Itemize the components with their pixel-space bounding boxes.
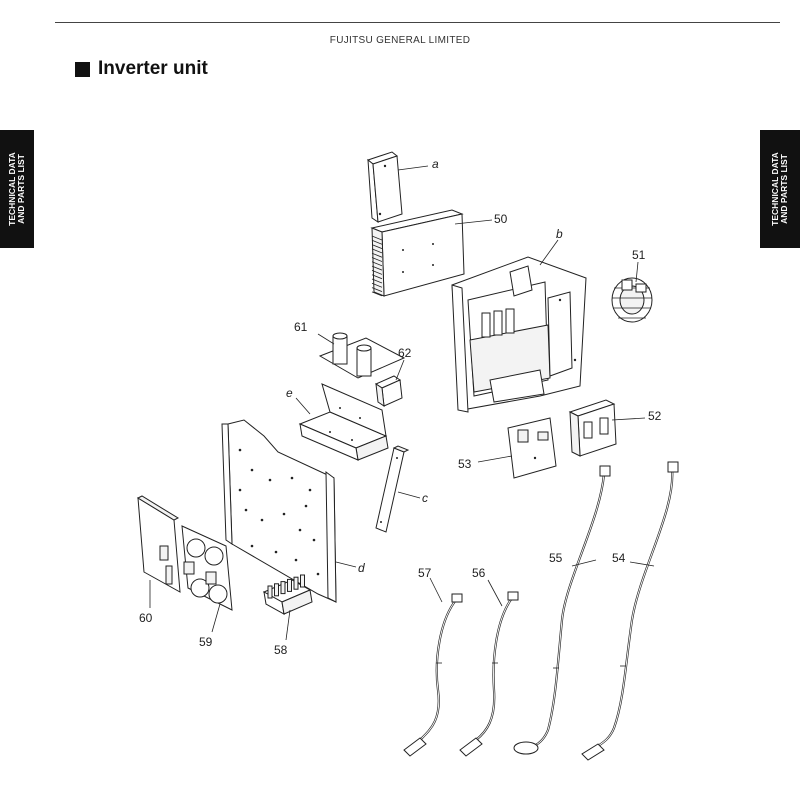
label-54: 54 [612, 551, 626, 565]
part-51-reactor [611, 261, 653, 323]
bullet-square-icon [75, 61, 90, 77]
part-57-sensor [403, 577, 463, 757]
part-e-mounting-plate [295, 383, 389, 461]
part-56-sensor [459, 579, 519, 757]
part-53-small-pcb [477, 417, 557, 479]
top-rule [55, 22, 780, 23]
label-e: e [286, 386, 293, 400]
label-c: c [422, 491, 428, 505]
part-55-sensor [513, 465, 611, 755]
part-54-sensor [581, 461, 679, 761]
company-name: FUJITSU GENERAL LIMITED [329, 35, 471, 46]
part-a-bracket [366, 151, 429, 223]
part-61-capacitors [317, 332, 406, 379]
section-title-text: Inverter unit [98, 58, 208, 79]
label-59: 59 [199, 635, 213, 649]
label-62: 62 [398, 346, 412, 360]
label-56: 56 [472, 566, 486, 580]
label-50: 50 [494, 212, 508, 226]
label-51: 51 [632, 248, 646, 262]
part-59-capacitor-board [181, 525, 233, 633]
part-50-heat-sink [370, 209, 493, 297]
part-52-terminal-cover [568, 399, 646, 457]
label-61: 61 [294, 320, 308, 334]
part-60-pcb [136, 495, 181, 608]
label-52: 52 [648, 409, 662, 423]
label-57: 57 [418, 566, 432, 580]
label-d: d [358, 561, 365, 575]
label-a: a [432, 157, 439, 171]
label-b: b [556, 227, 563, 241]
part-d-main-panel [221, 419, 357, 603]
part-c-bar [375, 445, 421, 533]
part-62-relay [374, 359, 405, 408]
part-b-control-box [451, 239, 587, 413]
part-58-terminal-block [262, 574, 313, 641]
label-60: 60 [139, 611, 153, 625]
label-55: 55 [549, 551, 563, 565]
label-53: 53 [458, 457, 472, 471]
section-title: Inverter unit [75, 58, 208, 80]
label-58: 58 [274, 643, 288, 657]
